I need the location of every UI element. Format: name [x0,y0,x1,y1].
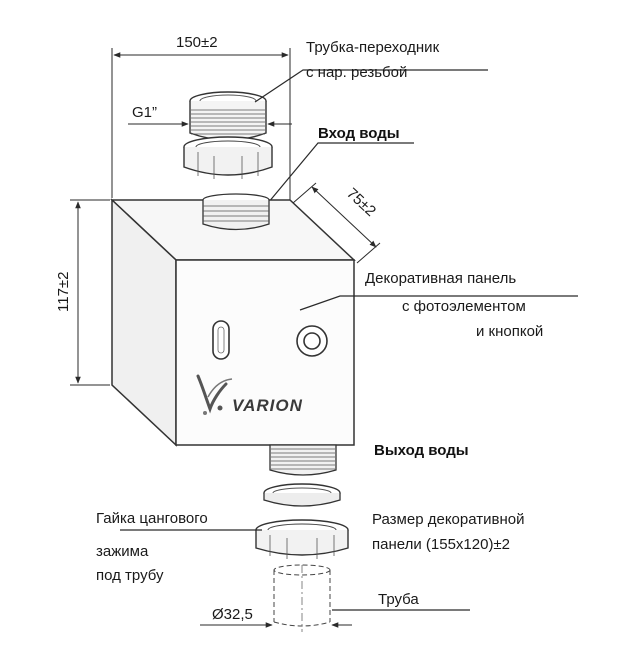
push-button [296,325,328,357]
upper-nut [183,136,273,179]
pipe-diameter-label: Ø32,5 [212,606,253,623]
brand-name: VARION [232,396,303,415]
varion-logo: VARION [196,374,303,415]
water-out-label: Выход воды [374,442,469,459]
pipe-diameter-dimension: Ø32,5 [200,606,352,628]
adapter-label-line2: с нар. резьбой [306,64,407,81]
panel-leader [299,295,578,311]
collet-ring [263,483,341,507]
nut-label-line1: Гайка цангового [96,510,208,527]
height-dimension-label: 117±2 [55,272,72,313]
photo-sensor [212,320,230,360]
pipe [273,564,331,632]
lower-nut [255,519,349,559]
inlet-fitting [202,193,270,231]
depth-dimension-label: 75±2 [343,185,379,220]
adapter-leader [254,69,488,103]
width-dimension: 150±2 [111,34,291,205]
panel-size-line2: панели (155x120)±2 [372,536,510,553]
pipe-label: Труба [378,591,419,608]
water-in-label: Вход воды [318,125,400,142]
water-in-leader [267,142,414,204]
nut-label-line3: под трубу [96,567,164,584]
panel-size-line1: Размер декоративной [372,511,524,528]
width-dimension-label: 150±2 [176,34,218,51]
adapter-label-line1: Трубка-переходник [306,39,440,56]
thread-dimension: G1” [128,104,292,127]
thread-dimension-label: G1” [132,104,157,121]
nut-label-line2: зажима [96,543,149,560]
panel-label-line2: с фотоэлементом [402,298,526,315]
outlet-fitting [269,444,337,476]
height-dimension: 117±2 [55,199,110,386]
adapter-tube [189,91,267,141]
panel-label-line3: и кнопкой [476,323,543,340]
panel-label-line1: Декоративная панель [365,270,516,287]
